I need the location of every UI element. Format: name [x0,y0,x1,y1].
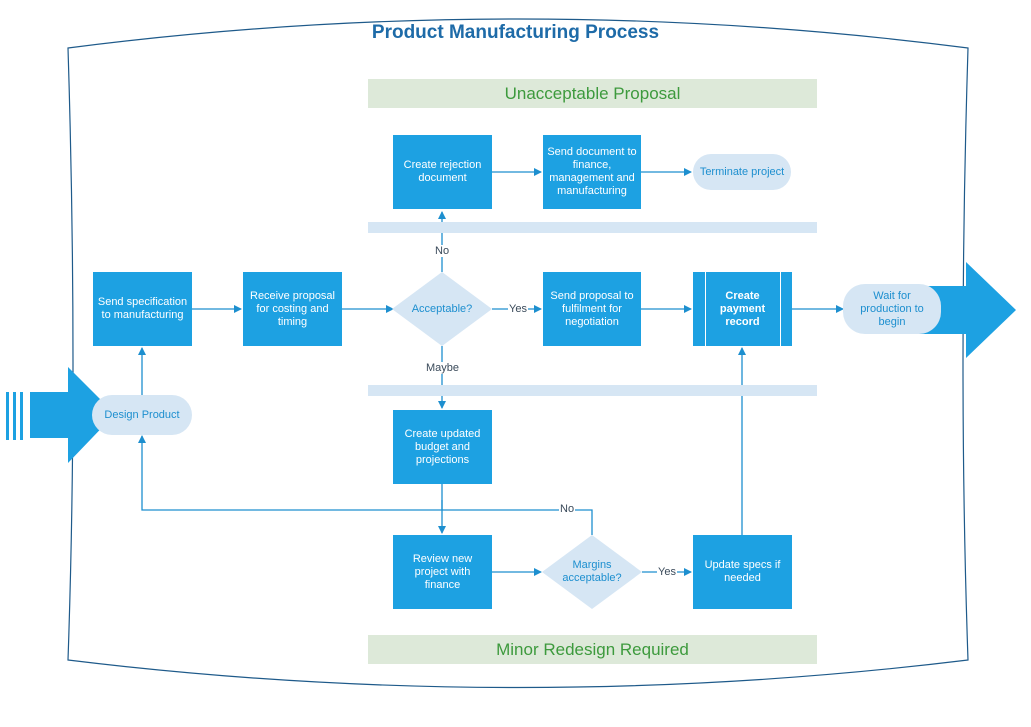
payment-box-right-bar [780,272,781,346]
payment-box-left-bar [705,272,706,346]
edge-label-no-bottom: No [559,503,576,515]
review-project-box[interactable]: Review new project with finance [393,535,492,609]
edge-label-no-top: No [434,245,451,257]
page-title: Product Manufacturing Process [371,22,660,43]
band-minor-redesign: Minor Redesign Required [368,635,817,664]
update-specs-box[interactable]: Update specs if needed [693,535,792,609]
design-product-pill[interactable]: Design Product [92,395,192,435]
wait-production-pill[interactable]: Wait for production to begin [843,284,941,334]
separator-top [368,222,817,233]
send-proposal-box[interactable]: Send proposal to fulfilment for negotiat… [543,272,641,346]
create-rejection-box[interactable]: Create rejection document [393,135,492,209]
input-arrow-icon [6,367,115,463]
margins-label: Margins acceptable? [562,559,622,584]
terminate-project-pill[interactable]: Terminate project [693,154,791,190]
edge-label-yes-bottom: Yes [657,566,677,578]
send-document-box[interactable]: Send document to finance, management and… [543,135,641,209]
band-unacceptable-proposal: Unacceptable Proposal [368,79,817,108]
acceptable-label: Acceptable? [411,302,473,315]
frame-border [67,18,969,689]
edge-loop-to-design [138,435,443,511]
receive-proposal-box[interactable]: Receive proposal for costing and timing [243,272,342,346]
create-payment-box[interactable]: Create payment record [693,272,792,346]
send-spec-box[interactable]: Send specification to manufacturing [93,272,192,346]
edge-margins-no [442,509,593,535]
margins-decision [542,535,642,609]
separator-bottom [368,385,817,396]
edge-label-yes-right: Yes [508,303,528,315]
create-updated-box[interactable]: Create updated budget and projections [393,410,492,484]
acceptable-decision [392,272,492,346]
create-payment-label: Create payment record [719,289,766,328]
edge-label-maybe: Maybe [425,362,461,374]
